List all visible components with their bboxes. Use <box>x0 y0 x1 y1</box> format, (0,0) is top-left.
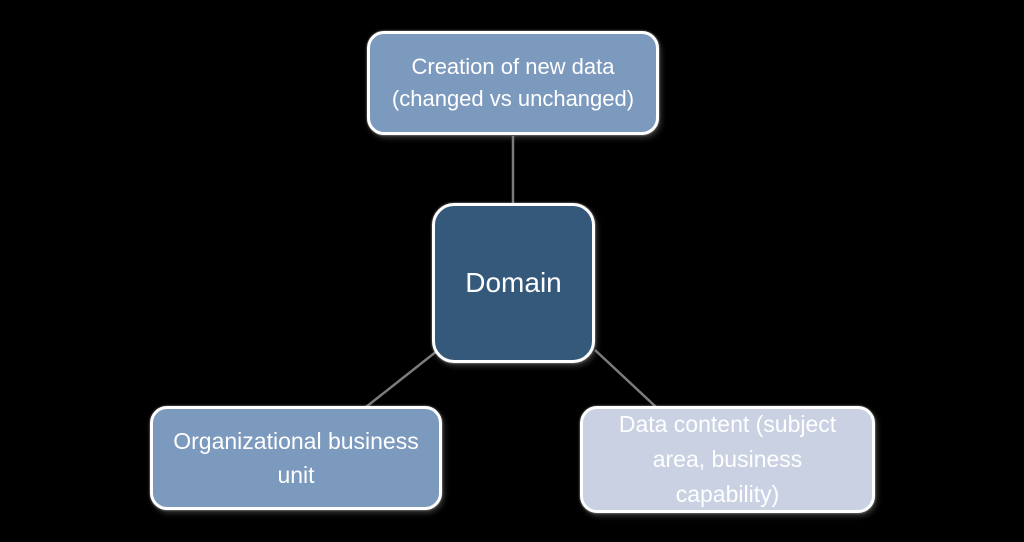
node-label-line: Organizational business <box>173 428 419 454</box>
node-label-line: Creation of new data <box>411 54 615 79</box>
node-label-line: Domain <box>465 267 562 298</box>
node-data-content-label: Data content (subject area, business cap… <box>583 407 872 512</box>
node-organizational-business-unit-label: Organizational business unit <box>153 424 439 492</box>
node-creation-of-new-data: Creation of new data (changed vs unchang… <box>367 31 659 135</box>
node-data-content: Data content (subject area, business cap… <box>580 406 875 513</box>
node-organizational-business-unit: Organizational business unit <box>150 406 442 510</box>
node-domain: Domain <box>432 203 595 363</box>
node-label-line: area, business <box>652 446 803 472</box>
connector-domain-to-bottom-left <box>365 350 438 408</box>
node-creation-of-new-data-label: Creation of new data (changed vs unchang… <box>370 51 656 115</box>
node-label-line: Data content (subject <box>618 411 837 437</box>
node-label-line: unit <box>277 462 315 488</box>
node-domain-label: Domain <box>435 266 592 300</box>
node-label-line: (changed vs unchanged) <box>391 86 635 111</box>
connector-domain-to-bottom-right <box>594 349 657 408</box>
node-label-line: capability) <box>675 481 780 507</box>
